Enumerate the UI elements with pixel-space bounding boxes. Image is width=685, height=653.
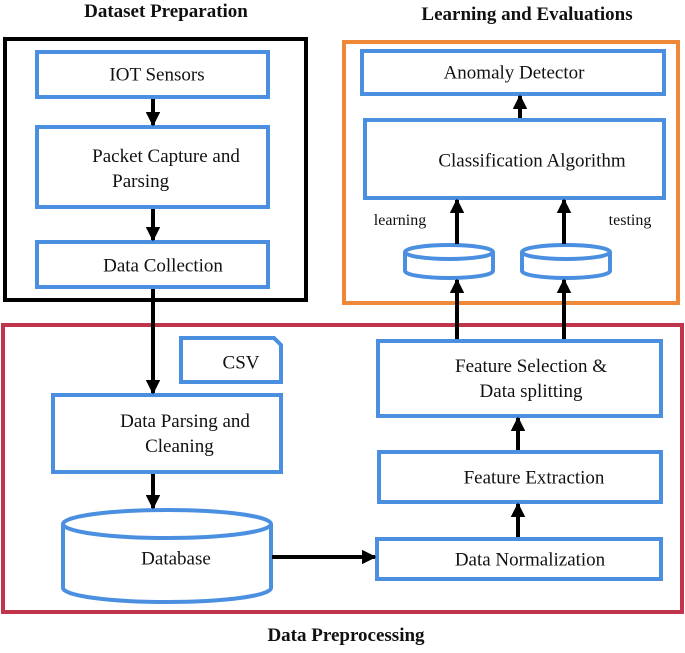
dataset-preparation-frame bbox=[3, 37, 308, 302]
data-collection-label: Data Collection bbox=[103, 255, 223, 277]
data-parsing-label-line2: Cleaning bbox=[145, 436, 214, 457]
feature-selection-label-line2: Data splitting bbox=[479, 381, 583, 402]
classification-algorithm-label: Classification Algorithm bbox=[438, 150, 626, 172]
testing-label: testing bbox=[608, 212, 652, 229]
feature-selection-label-line1: Feature Selection & bbox=[455, 356, 607, 377]
packet-capture-label: Packet Capture and Parsing bbox=[92, 144, 240, 194]
classification-algorithm-box bbox=[363, 118, 666, 200]
anomaly-detector-box bbox=[360, 49, 666, 96]
iot-sensors-box bbox=[35, 50, 270, 99]
learning-evaluations-frame bbox=[342, 40, 680, 305]
data-parsing-label-line1: Data Parsing and bbox=[120, 411, 250, 432]
testing-set-cylinder bbox=[520, 243, 612, 280]
iot-sensors-label: IOT Sensors bbox=[109, 64, 205, 86]
csv-document bbox=[179, 336, 283, 384]
feature-selection-box bbox=[376, 339, 663, 418]
data-parsing-label: Data Parsing and Cleaning bbox=[120, 409, 250, 459]
learning-evaluations-title: Learning and Evaluations bbox=[421, 4, 633, 25]
dataset-preparation-title: Dataset Preparation bbox=[84, 1, 248, 22]
data-normalization-box bbox=[375, 537, 663, 581]
feature-selection-label: Feature Selection & Data splitting bbox=[455, 354, 607, 404]
arrows bbox=[145, 94, 572, 565]
data-normalization-label: Data Normalization bbox=[454, 549, 606, 571]
feature-extraction-label: Feature Extraction bbox=[463, 467, 605, 489]
feature-extraction-box bbox=[377, 450, 663, 504]
csv-label: CSV bbox=[222, 352, 260, 374]
database-label: Database bbox=[141, 548, 211, 570]
learning-label: learning bbox=[373, 212, 427, 229]
packet-capture-box bbox=[35, 125, 270, 209]
packet-capture-label-line1: Packet Capture and bbox=[92, 146, 240, 167]
anomaly-detector-label: Anomaly Detector bbox=[443, 62, 585, 84]
database-cylinder bbox=[61, 508, 273, 604]
data-collection-box bbox=[35, 240, 270, 289]
data-preprocessing-frame bbox=[1, 323, 684, 614]
data-preprocessing-title: Data Preprocessing bbox=[267, 625, 425, 646]
learning-set-cylinder bbox=[403, 243, 495, 280]
packet-capture-label-line2: Parsing bbox=[112, 171, 170, 192]
data-parsing-box bbox=[51, 393, 283, 474]
